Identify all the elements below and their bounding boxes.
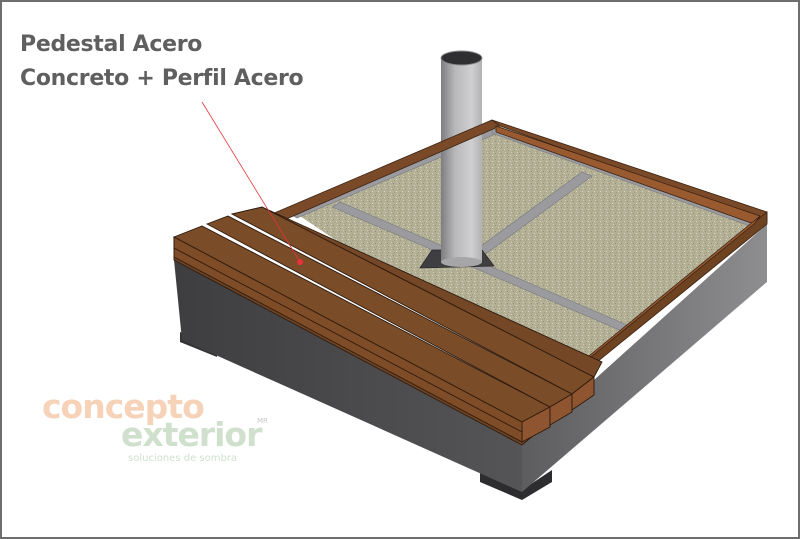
concrete-fill bbox=[297, 132, 754, 374]
steel-pole bbox=[440, 50, 483, 267]
title-line-2: Concreto + Perfil Acero bbox=[20, 66, 304, 91]
diagram-title: Pedestal Acero Concreto + Perfil Acero bbox=[20, 28, 304, 96]
title-line-1: Pedestal Acero bbox=[20, 32, 203, 57]
body-right-face bbox=[522, 224, 767, 492]
wood-rim bbox=[271, 119, 768, 385]
body-front-face bbox=[174, 260, 522, 492]
brand-logo: concepto exterior MR soluciones de sombr… bbox=[42, 387, 268, 464]
logo-tagline: soluciones de sombra bbox=[128, 453, 238, 464]
logo-word-exterior: exterior bbox=[121, 415, 262, 454]
logo-registered-mark: MR bbox=[257, 417, 268, 425]
logo-word-concepto: concepto bbox=[42, 387, 205, 426]
callout-pointer bbox=[201, 101, 303, 265]
